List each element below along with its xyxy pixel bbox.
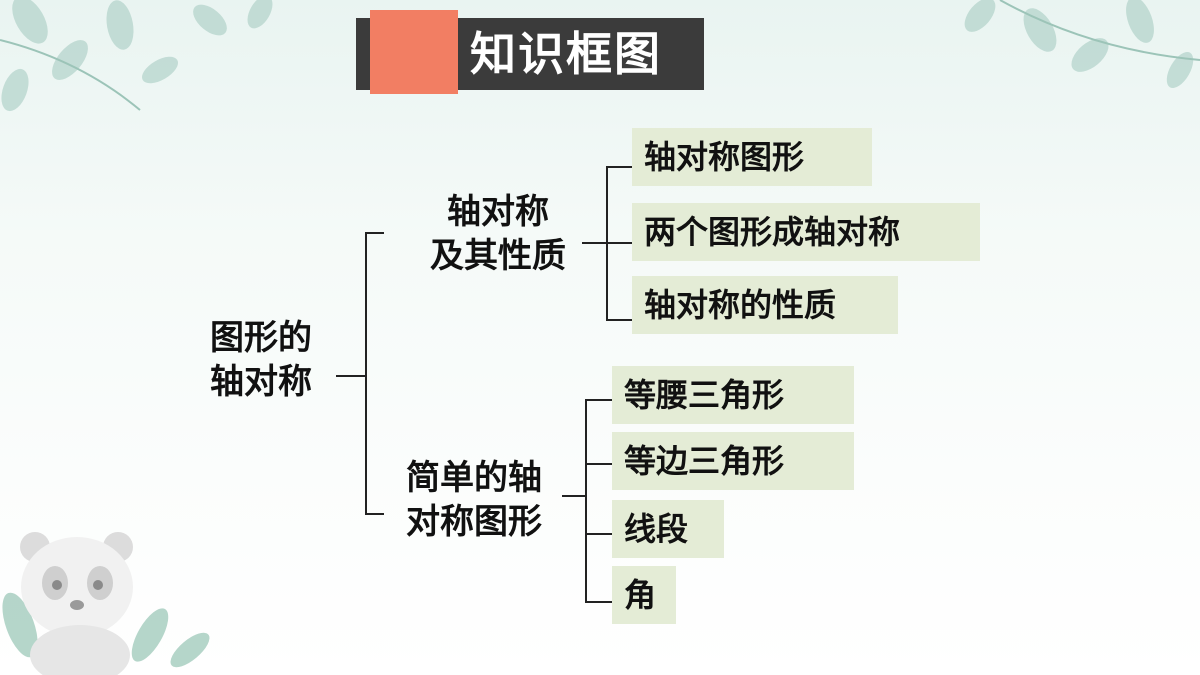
leaf-angle: 角 bbox=[612, 566, 676, 624]
root-node: 图形的 轴对称 bbox=[196, 316, 326, 404]
branch-node-2-line-1: 简单的轴 bbox=[406, 458, 542, 498]
leaf-decoration-top-right bbox=[964, 0, 1200, 89]
branch-node-1-line-1: 轴对称 bbox=[447, 192, 549, 232]
branch-node-1: 轴对称 及其性质 bbox=[412, 190, 584, 278]
page-title: 知识框图 bbox=[470, 27, 662, 81]
leaf-two-figures-symmetric: 两个图形成轴对称 bbox=[632, 203, 980, 261]
panda-illustration bbox=[2, 532, 210, 675]
leaf-symmetry-properties: 轴对称的性质 bbox=[632, 276, 898, 334]
branch-node-2: 简单的轴 对称图形 bbox=[388, 456, 560, 544]
branch-node-1-line-2: 及其性质 bbox=[430, 236, 566, 276]
leaf-decoration-top-left bbox=[0, 0, 273, 112]
branch-node-2-line-2: 对称图形 bbox=[406, 502, 542, 542]
root-node-line-2: 轴对称 bbox=[210, 362, 312, 402]
leaf-line-segment: 线段 bbox=[612, 500, 724, 558]
title-accent-block bbox=[370, 10, 458, 94]
leaf-equilateral-triangle: 等边三角形 bbox=[612, 432, 854, 490]
leaf-axial-symmetric-figure: 轴对称图形 bbox=[632, 128, 872, 186]
root-node-line-1: 图形的 bbox=[210, 318, 312, 358]
leaf-isosceles-triangle: 等腰三角形 bbox=[612, 366, 854, 424]
